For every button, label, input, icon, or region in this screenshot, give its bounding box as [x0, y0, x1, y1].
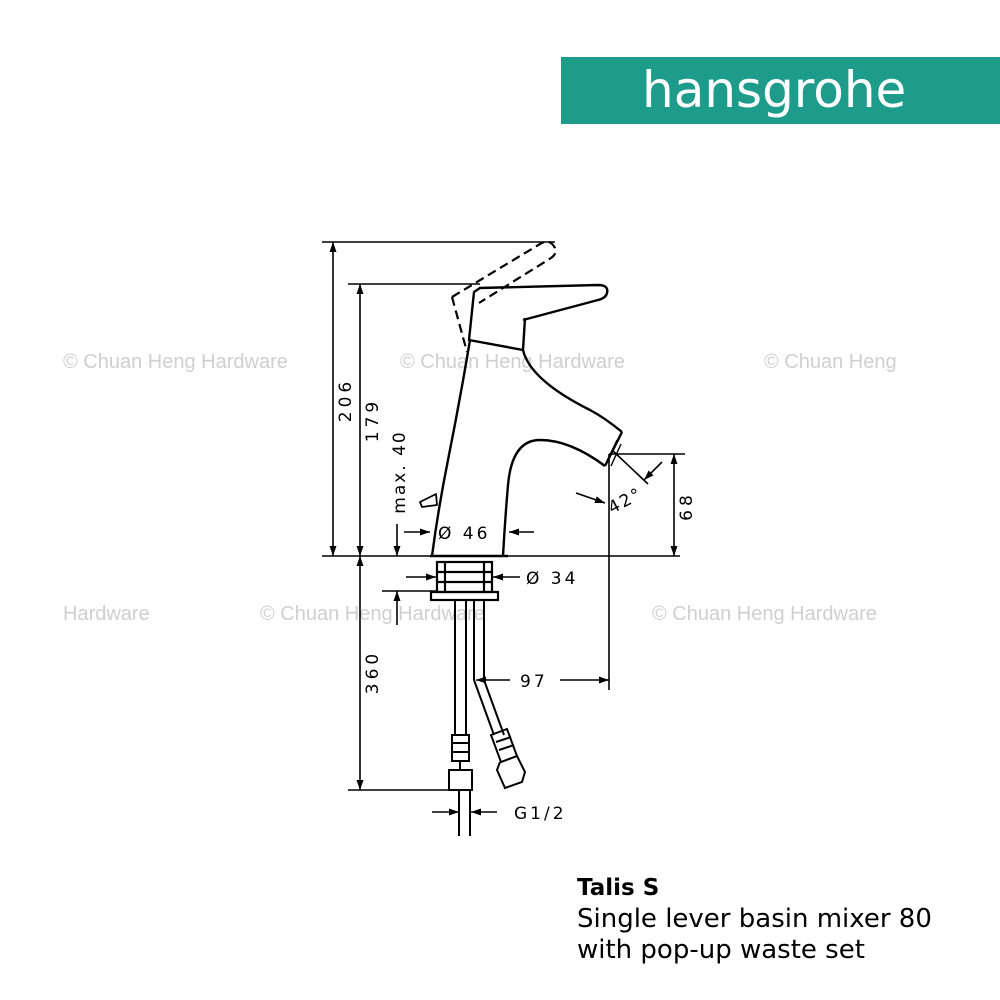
dimension-lines — [322, 241, 685, 816]
watermark: © Chuan Heng — [764, 351, 897, 373]
watermark: © Chuan Heng Hardware — [260, 603, 485, 625]
dim-total-height: 206 — [336, 378, 356, 422]
product-name: Talis S — [577, 875, 660, 901]
dim-thread: G1/2 — [514, 804, 567, 824]
dim-base-diameter: Ø 46 — [438, 524, 490, 544]
dim-popup-max: max. 40 — [390, 430, 410, 513]
dim-spout-height: 179 — [363, 398, 383, 442]
product-caption: Talis S Single lever basin mixer 80 with… — [577, 872, 932, 966]
dim-projection: 97 — [520, 672, 548, 692]
watermark: © Chuan Heng Hardware — [652, 603, 877, 625]
dim-angle: 42° — [605, 484, 646, 519]
dim-shank-diameter: Ø 34 — [526, 569, 578, 589]
dim-outlet-height: 68 — [677, 491, 697, 521]
product-description-line-2: with pop-up waste set — [577, 935, 865, 965]
mounting-shank — [429, 560, 500, 602]
supply-hoses — [448, 600, 527, 836]
watermark: © Chuan Heng Hardware — [63, 351, 288, 373]
product-description-line-1: Single lever basin mixer 80 — [577, 904, 932, 934]
faucet-outline — [419, 240, 624, 558]
brand-logo: hansgrohe — [642, 61, 907, 119]
watermark: Hardware — [63, 603, 150, 625]
watermark: © Chuan Heng Hardware — [400, 351, 625, 373]
brand-bar — [561, 57, 1000, 124]
dim-hose-length: 360 — [363, 650, 383, 694]
